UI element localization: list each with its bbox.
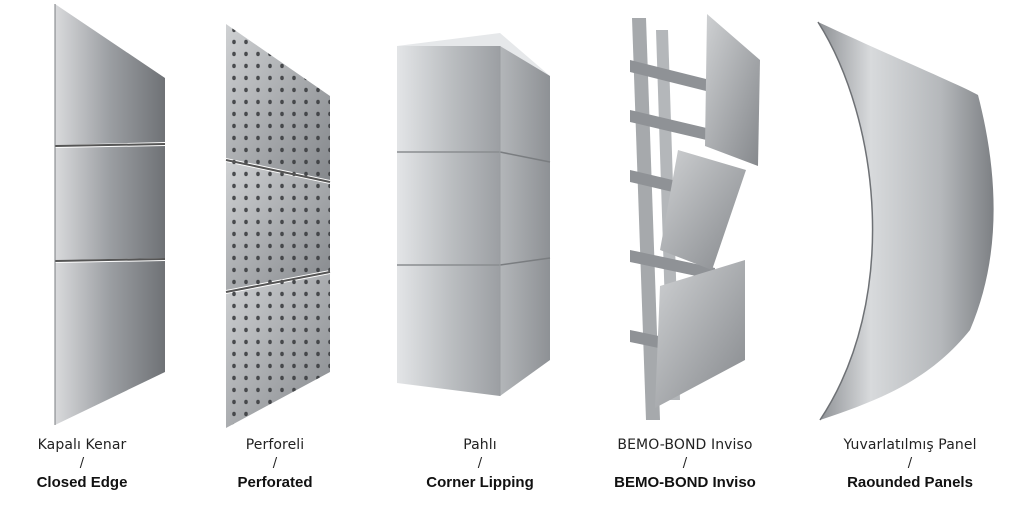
caption-closed-edge: Kapalı Kenar / Closed Edge [22, 437, 142, 491]
closed-edge-panel [54, 4, 166, 425]
caption-en: Closed Edge [36, 474, 128, 491]
rounded-panel [817, 21, 994, 421]
caption-rounded-panels: Yuvarlatılmış Panel / Raounded Panels [820, 437, 1000, 491]
caption-tr: Yuvarlatılmış Panel [843, 437, 977, 453]
caption-en: Corner Lipping [426, 474, 534, 491]
caption-en: BEMO-BOND Inviso [614, 474, 756, 491]
caption-separator: / [907, 456, 913, 471]
caption-tr: Pahlı [463, 437, 497, 453]
caption-separator: / [477, 456, 483, 471]
caption-perforated: Perforeli / Perforated [215, 437, 335, 491]
corner-lipping-panel [397, 33, 551, 396]
caption-corner-lipping: Pahlı / Corner Lipping [405, 437, 555, 491]
caption-separator: / [79, 456, 85, 471]
caption-tr: Kapalı Kenar [37, 437, 127, 453]
perforated-panel [225, 24, 331, 428]
caption-tr: Perforeli [245, 437, 305, 453]
caption-en: Perforated [237, 474, 313, 491]
caption-bemo-bond-inviso: BEMO-BOND Inviso / BEMO-BOND Inviso [590, 437, 780, 491]
bemo-bond-inviso-panel [630, 14, 760, 420]
caption-separator: / [682, 456, 688, 471]
caption-tr: BEMO-BOND Inviso [617, 437, 753, 453]
caption-separator: / [272, 456, 278, 471]
caption-en: Raounded Panels [847, 474, 973, 491]
